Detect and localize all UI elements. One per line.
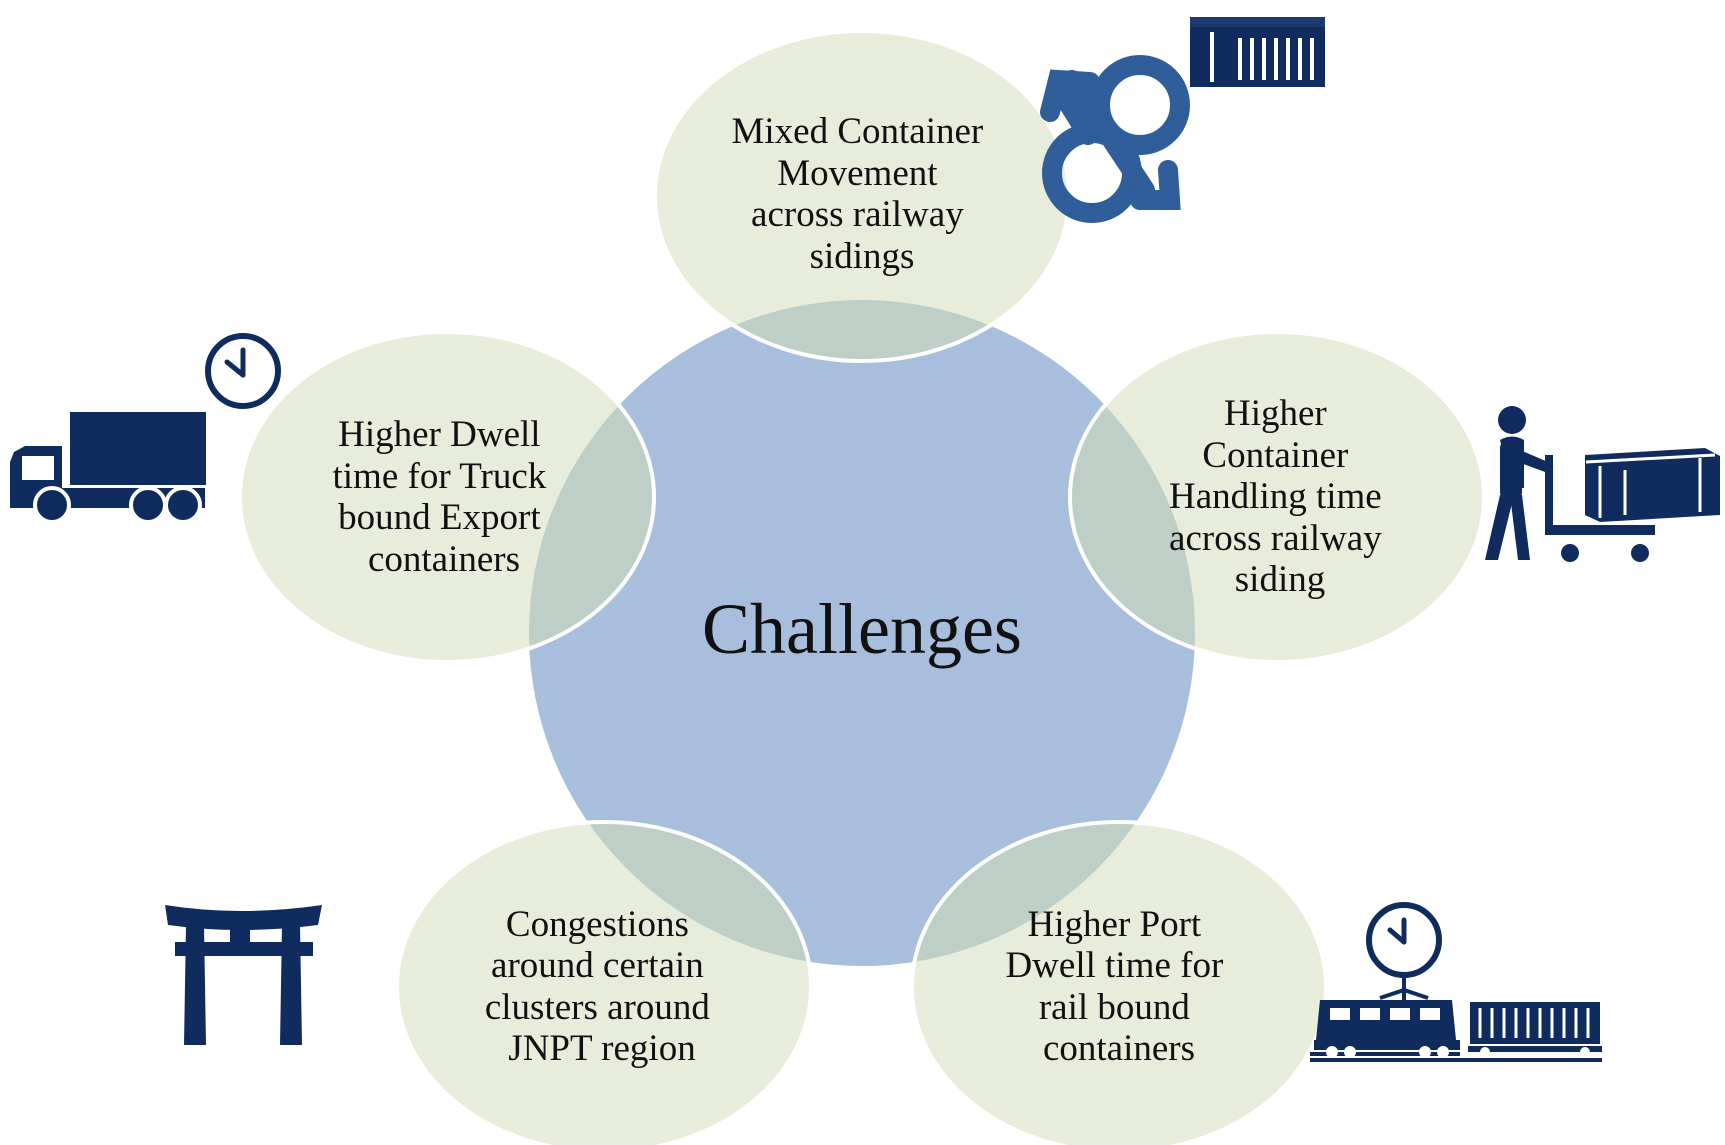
challenge-label-line: Handling time bbox=[1169, 476, 1382, 517]
challenge-label-left: Higher Dwell time for Truck bound Export… bbox=[332, 414, 555, 580]
challenge-label-line: Movement bbox=[777, 153, 938, 194]
challenge-label-line: across railway bbox=[1169, 518, 1382, 559]
challenge-label-line: Higher bbox=[1224, 393, 1327, 434]
challenge-label-line: around certain bbox=[491, 945, 704, 986]
challenge-label-line: Container bbox=[1202, 435, 1348, 476]
overlap-bottom-right bbox=[914, 824, 1195, 966]
center-label: Challenges bbox=[702, 589, 1022, 669]
truck-clock-icon bbox=[10, 333, 281, 524]
overlap-bottom-left bbox=[529, 824, 809, 966]
challenge-label-bottom-right: Higher Port Dwell time for rail bound co… bbox=[1005, 904, 1232, 1069]
challenge-label-bottom-left: Congestions around certain clusters arou… bbox=[485, 904, 719, 1069]
challenge-label-right: Higher Container Handling time across ra… bbox=[1169, 393, 1391, 600]
challenge-label-line: bound Export bbox=[338, 497, 541, 538]
train-clock-icon bbox=[1310, 902, 1602, 1062]
challenge-labels: Mixed Container Movement across railway … bbox=[332, 111, 1391, 1069]
challenge-label-line: time for Truck bbox=[332, 456, 546, 497]
challenge-label-line: JNPT region bbox=[508, 1028, 695, 1069]
challenge-label-line: rail bound bbox=[1039, 987, 1191, 1028]
challenge-label-line: Congestions bbox=[506, 904, 689, 945]
challenge-label-line: containers bbox=[1043, 1028, 1195, 1069]
challenge-label-line: Higher Dwell bbox=[338, 414, 540, 455]
challenge-label-line: siding bbox=[1235, 559, 1325, 600]
challenge-label-line: sidings bbox=[810, 236, 915, 277]
torii-gate-icon bbox=[165, 905, 322, 1045]
center-circle bbox=[529, 300, 1195, 966]
challenge-label-line: containers bbox=[368, 539, 520, 580]
container-movement-icon bbox=[1040, 17, 1325, 223]
challenge-label-line: Higher Port bbox=[1028, 904, 1202, 945]
challenge-label-line: Mixed Container bbox=[731, 111, 983, 152]
challenge-label-line: clusters around bbox=[485, 987, 711, 1028]
worker-trolley-icon bbox=[1485, 406, 1720, 562]
challenge-label-line: Dwell time for bbox=[1005, 945, 1223, 986]
challenge-label-top: Mixed Container Movement across railway … bbox=[731, 111, 992, 277]
challenge-label-line: across railway bbox=[751, 194, 964, 235]
worker-trolley-box-detail bbox=[1585, 453, 1716, 518]
